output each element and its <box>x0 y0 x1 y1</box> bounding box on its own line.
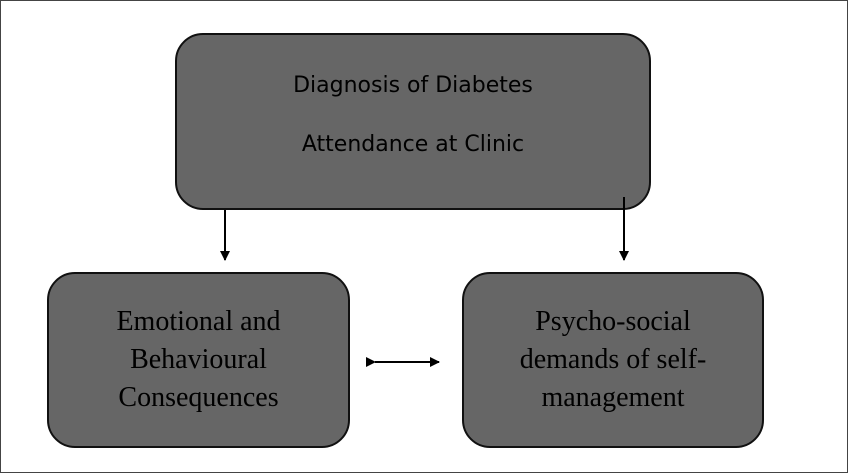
clinic-attendance-label: Attendance at Clinic <box>301 131 525 157</box>
box-line: Emotional and <box>116 306 281 337</box>
psychosocial-demands-box: Psycho-social demands of self- managemen… <box>462 272 764 448</box>
emotional-consequences-box: Emotional and Behavioural Consequences <box>47 272 350 448</box>
box-line: demands of self- <box>519 344 707 375</box>
diagnosis-label: Diagnosis of Diabetes <box>293 72 533 98</box>
box-line: Behavioural <box>130 344 267 375</box>
box-line: management <box>541 382 685 413</box>
box-line: Consequences <box>118 382 279 413</box>
box-line: Psycho-social <box>535 306 691 337</box>
diagnosis-box: Diagnosis of Diabetes Attendance at Clin… <box>175 33 651 210</box>
